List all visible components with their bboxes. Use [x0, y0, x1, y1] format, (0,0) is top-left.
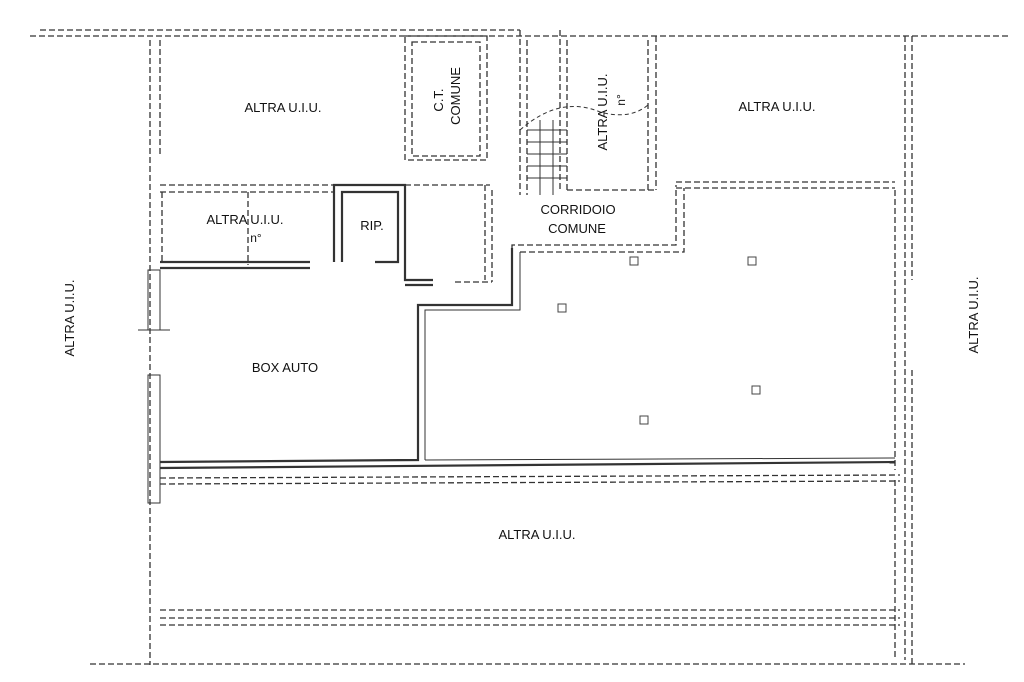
label-altra-top-left: ALTRA U.I.U.	[244, 100, 321, 115]
label-altra-right-side: ALTRA U.I.U.	[966, 276, 981, 353]
label-ct: C.T.	[431, 88, 446, 111]
ct-comune-walls	[404, 35, 488, 161]
label-altra-stair: ALTRA U.I.U.	[595, 73, 610, 150]
label-altra-stair-number: n°	[614, 94, 628, 106]
label-box-auto: BOX AUTO	[252, 360, 318, 375]
label-ct-comune: COMUNE	[448, 67, 463, 125]
label-altra-left-side: ALTRA U.I.U.	[62, 279, 77, 356]
corridoio-walls	[455, 185, 685, 283]
label-corridoio-comune: COMUNE	[548, 221, 606, 236]
label-altra-bottom: ALTRA U.I.U.	[498, 527, 575, 542]
label-altra-mid-left: ALTRA U.I.U.	[206, 212, 283, 227]
pillars	[557, 256, 761, 425]
rip-walls	[160, 183, 433, 287]
label-rip: RIP.	[360, 218, 384, 233]
label-corridoio: CORRIDOIO	[540, 202, 615, 217]
stair-room-walls	[519, 30, 657, 195]
label-altra-mid-left-number: n°	[250, 231, 262, 245]
lower-bands	[159, 190, 901, 660]
label-altra-top-right: ALTRA U.I.U.	[738, 99, 815, 114]
middle-band	[160, 181, 895, 265]
box-auto-walls	[138, 248, 896, 504]
